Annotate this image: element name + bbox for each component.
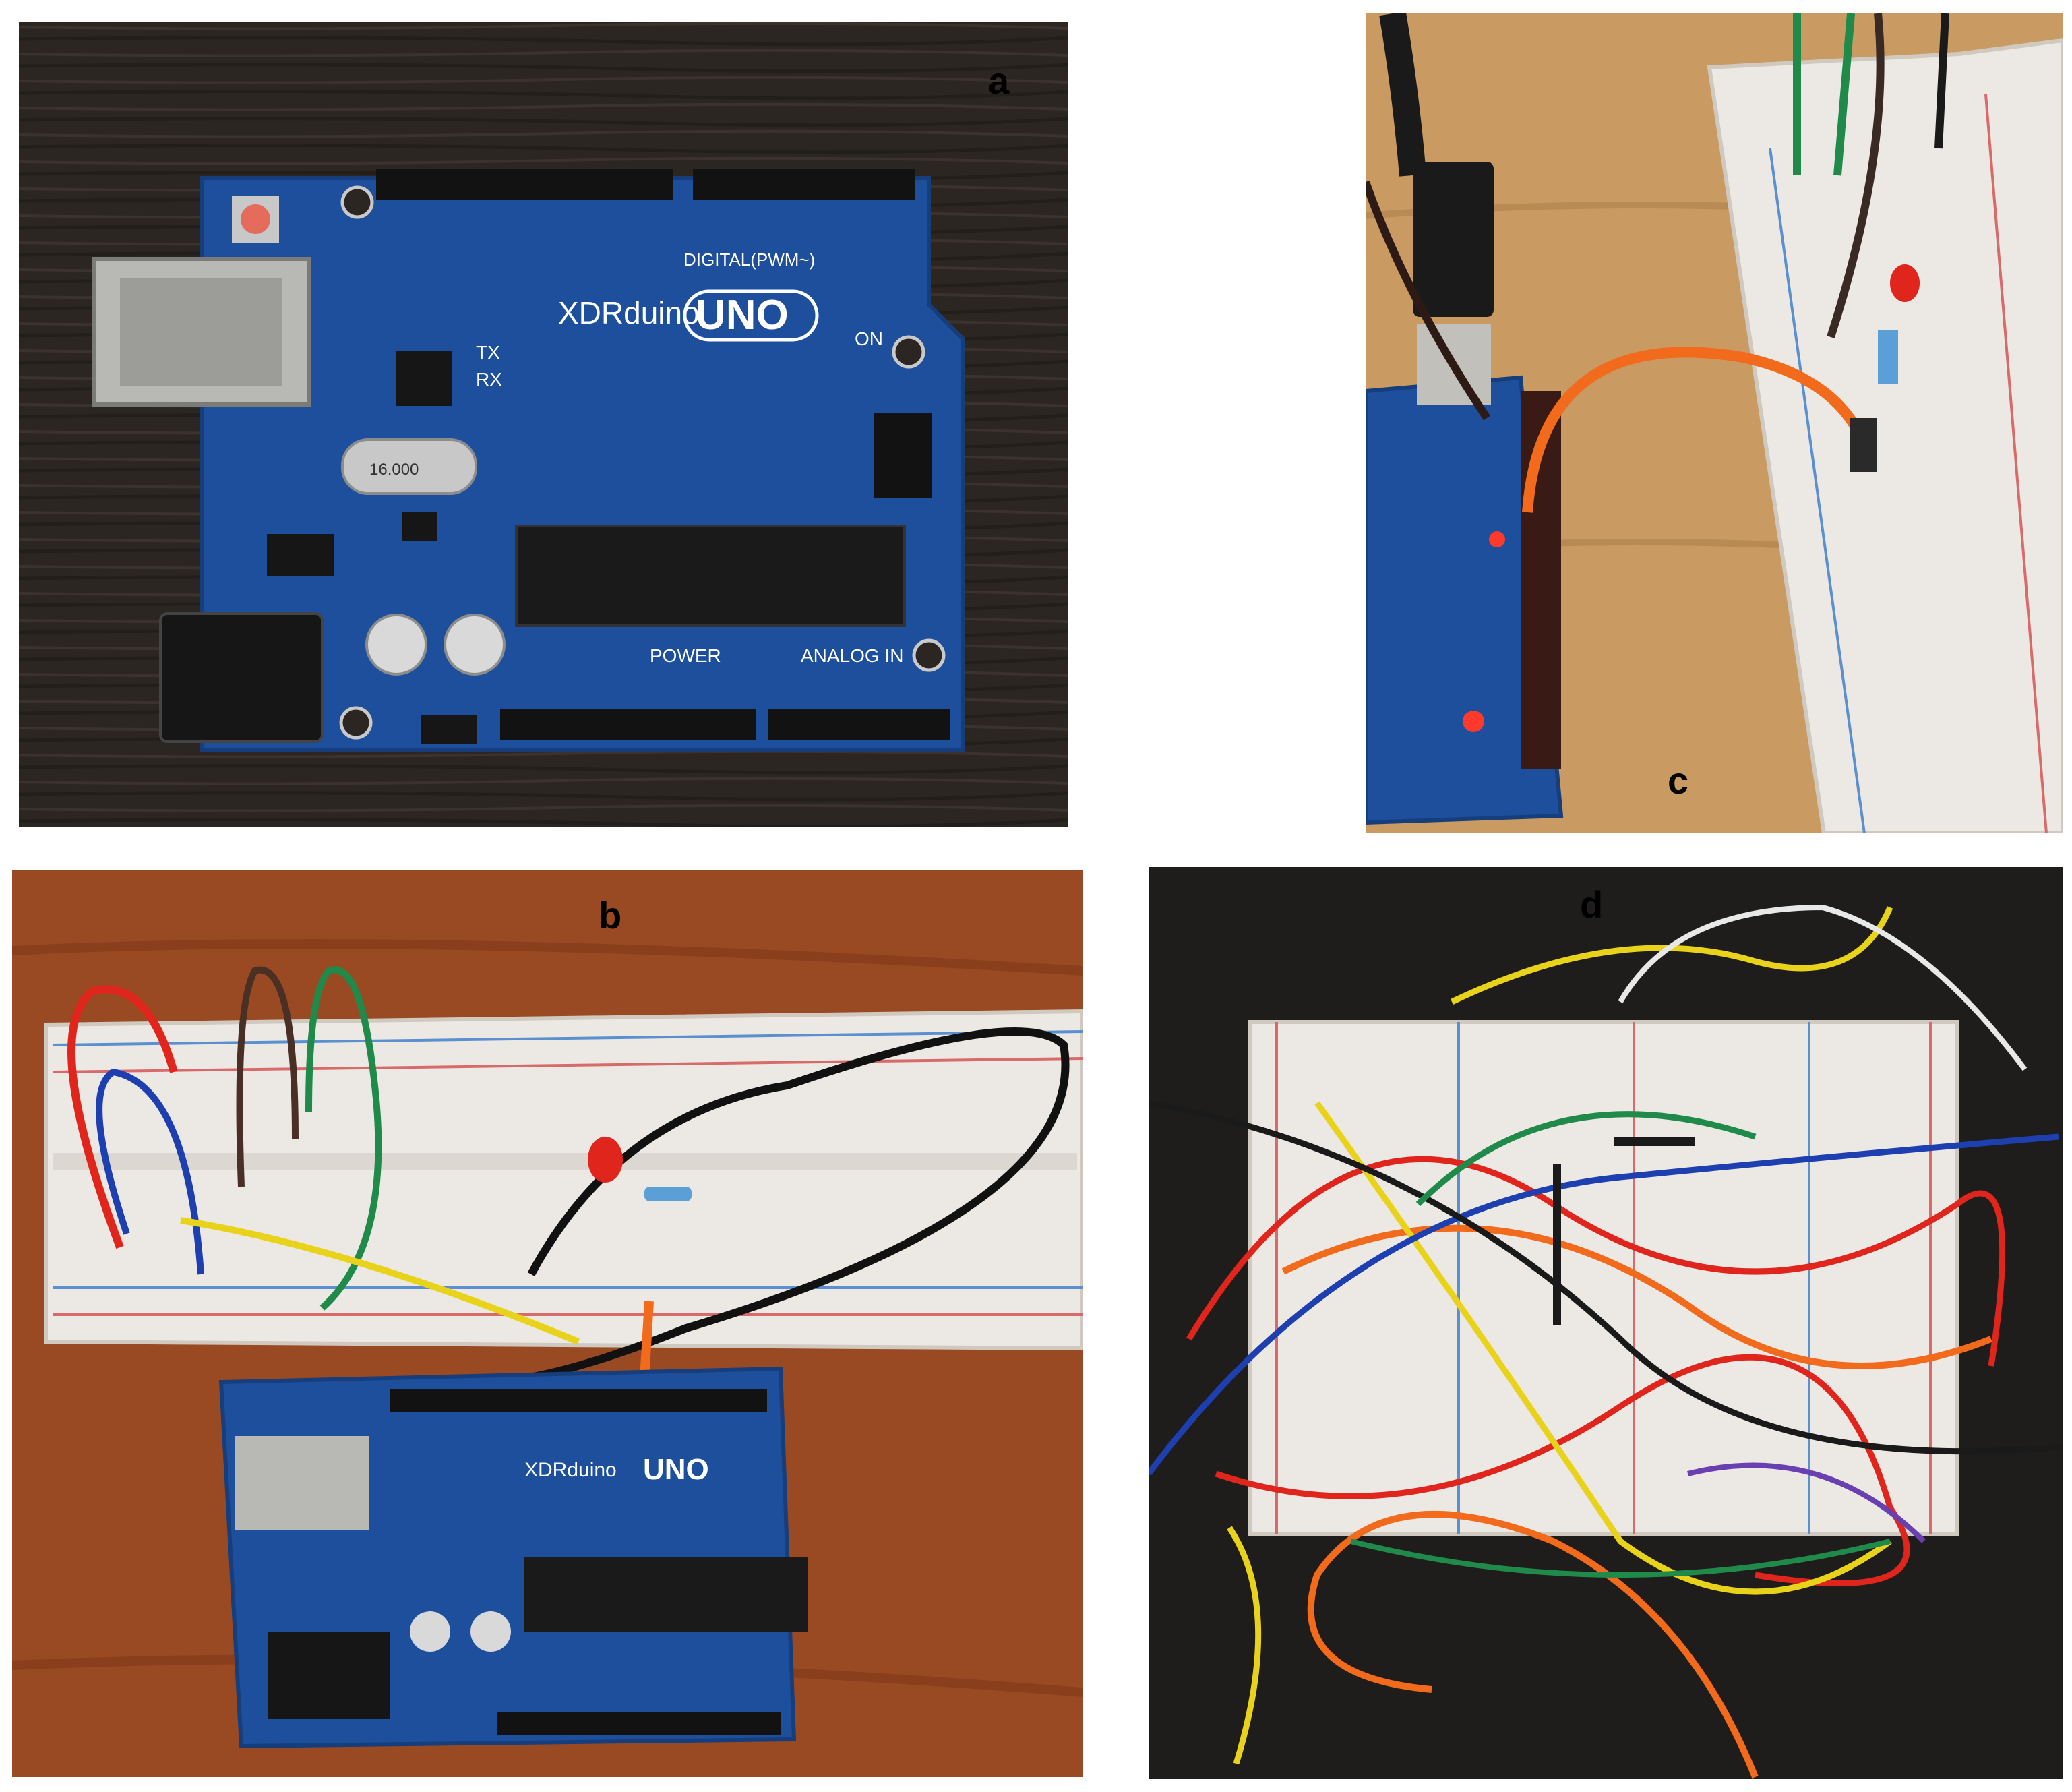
led-shape xyxy=(1890,264,1920,302)
breadboard xyxy=(1707,38,2063,833)
microcontroller-chip xyxy=(515,525,906,627)
power-jack xyxy=(159,612,324,743)
panel-label-a: a xyxy=(988,59,1010,102)
tx-label: TX xyxy=(476,342,500,363)
analog-header-label: ANALOG IN xyxy=(801,645,903,666)
digital-header-label: DIGITAL(PWM~) xyxy=(683,249,815,270)
arduino-board-illustration: XDRduino UNO DIGITAL(PWM~) POWER ANALOG … xyxy=(19,22,1068,827)
led-shape xyxy=(588,1137,623,1183)
panel-label-d: d xyxy=(1580,883,1604,926)
panel-a-arduino-board-photo: XDRduino UNO DIGITAL(PWM~) POWER ANALOG … xyxy=(19,22,1068,827)
breadboard xyxy=(44,1009,1083,1351)
rx-label: RX xyxy=(476,369,502,390)
complex-wiring-illustration xyxy=(1149,867,2063,1779)
header-power xyxy=(500,709,756,740)
panel-c-led-circuit-photo xyxy=(1366,13,2063,833)
header-top-left xyxy=(376,169,673,200)
breadboard-circuit-illustration: XDRduino UNO xyxy=(12,870,1083,1777)
panel-label-b: b xyxy=(599,894,622,936)
usb-cable-plug xyxy=(1413,162,1494,317)
header-top-right xyxy=(693,169,915,200)
model-label: UNO xyxy=(643,1453,709,1486)
panel-label-c: c xyxy=(1668,759,1689,802)
model-label: UNO xyxy=(696,292,789,338)
on-label: ON xyxy=(855,328,883,349)
panel-b-breadboard-circuit-photo: XDRduino UNO xyxy=(12,870,1083,1777)
power-led-shape xyxy=(1463,711,1484,732)
crystal-label: 16.000 xyxy=(369,460,419,479)
reset-button-shape xyxy=(241,204,270,234)
led-circuit-illustration xyxy=(1366,13,2063,833)
breadboard xyxy=(1248,1020,1959,1536)
resistor-shape xyxy=(1878,330,1898,384)
brand-label: XDRduino xyxy=(524,1459,617,1481)
brand-label: XDRduino xyxy=(558,295,700,330)
panel-d-complex-wiring-photo xyxy=(1149,867,2063,1779)
power-header-label: POWER xyxy=(650,645,721,666)
header-analog xyxy=(768,709,950,740)
resistor-shape xyxy=(644,1187,692,1201)
